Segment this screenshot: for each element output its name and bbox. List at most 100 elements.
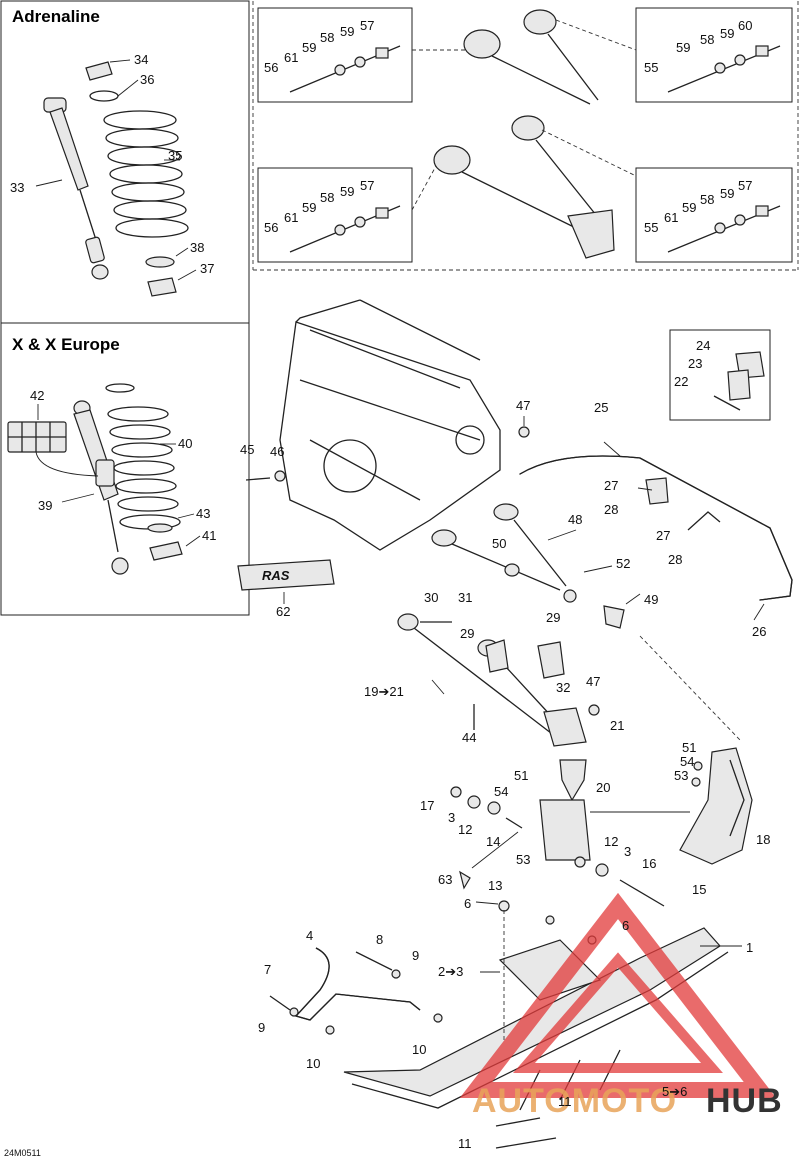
callout-9a: 9 [412, 948, 419, 963]
callout-28b: 28 [668, 552, 682, 567]
callout-24: 24 [696, 338, 710, 353]
callout-6a: 6 [464, 896, 471, 911]
diagram-code: 24M0511 [4, 1148, 41, 1158]
callout-e61: 61 [664, 210, 678, 225]
callout-25: 25 [594, 400, 608, 415]
sway-bar [519, 329, 793, 621]
callout-51b: 51 [514, 768, 528, 783]
callout-d58: 58 [320, 190, 334, 205]
frame-bolts [245, 416, 530, 482]
callouts: 34 36 35 33 38 37 42 40 39 43 41 62 56 6… [10, 18, 770, 1151]
callout-28a: 28 [604, 502, 618, 517]
callout-b59b: 59 [720, 26, 734, 41]
callout-10b: 10 [412, 1042, 426, 1057]
spindle-assembly [450, 759, 690, 907]
ski-stopper [639, 635, 753, 865]
callout-37: 37 [200, 261, 214, 276]
callout-48: 48 [568, 512, 582, 527]
callout-7: 7 [264, 962, 271, 977]
callout-10a: 10 [306, 1056, 320, 1071]
callout-d59b: 59 [340, 184, 354, 199]
callout-34: 34 [134, 52, 148, 67]
callout-6b: 6 [622, 918, 629, 933]
callout-52: 52 [616, 556, 630, 571]
callout-b59a: 59 [676, 40, 690, 55]
adrenaline-shock-assembly [35, 59, 197, 297]
callout-e58: 58 [700, 192, 714, 207]
callout-2-3: 2➔3 [438, 964, 463, 979]
callout-4: 4 [306, 928, 313, 943]
callout-35: 35 [168, 148, 182, 163]
callout-18: 18 [756, 832, 770, 847]
callout-43: 43 [196, 506, 210, 521]
callout-d56: 56 [264, 220, 278, 235]
callout-53b: 53 [516, 852, 530, 867]
callout-3a: 3 [448, 810, 455, 825]
callout-d57: 57 [360, 178, 374, 193]
callout-a57: 57 [360, 18, 374, 33]
callout-14: 14 [486, 834, 500, 849]
front-frame [279, 299, 501, 551]
callout-21: 21 [610, 718, 624, 733]
callout-36: 36 [140, 72, 154, 87]
callout-15: 15 [692, 882, 706, 897]
callout-d61: 61 [284, 210, 298, 225]
callout-27b: 27 [656, 528, 670, 543]
callout-12b: 12 [604, 834, 618, 849]
callout-e55: 55 [644, 220, 658, 235]
callout-e59b: 59 [720, 186, 734, 201]
callout-11b: 11 [458, 1136, 472, 1151]
callout-b60: 60 [738, 18, 752, 33]
callout-12a: 12 [458, 822, 472, 837]
ras-decal-label: RAS [262, 568, 290, 583]
x-europe-shock-assembly [7, 383, 201, 575]
decal-set [7, 421, 67, 453]
watermark-left-text: AUTOMOTO [472, 1082, 677, 1120]
callout-22: 22 [674, 374, 688, 389]
callout-e59a: 59 [682, 200, 696, 215]
callout-63: 63 [438, 872, 452, 887]
callout-3b: 3 [624, 844, 631, 859]
callout-29a: 29 [460, 626, 474, 641]
callout-13: 13 [488, 878, 502, 893]
callout-19-21: 19➔21 [364, 684, 404, 699]
callout-62: 62 [276, 604, 290, 619]
callout-50: 50 [492, 536, 506, 551]
lower-a-arm [397, 613, 600, 747]
callout-a61: 61 [284, 50, 298, 65]
callout-53a: 53 [674, 768, 688, 783]
callout-42: 42 [30, 388, 44, 403]
callout-49: 49 [644, 592, 658, 607]
callout-38: 38 [190, 240, 204, 255]
callout-d59a: 59 [302, 200, 316, 215]
callout-17: 17 [420, 798, 434, 813]
callout-a59b: 59 [340, 24, 354, 39]
callout-45: 45 [240, 442, 254, 457]
panel-title-adrenaline: Adrenaline [12, 7, 100, 26]
panel-frames [0, 0, 799, 616]
ras-decal: RAS [237, 559, 335, 604]
upper-arm-detail [257, 7, 793, 263]
panel-title-x-europe: X & X Europe [12, 335, 120, 354]
watermark-right-text: HUB [706, 1082, 783, 1120]
callout-9b: 9 [258, 1020, 265, 1035]
callout-32: 32 [556, 680, 570, 695]
callout-1: 1 [746, 940, 753, 955]
callout-47a: 47 [516, 398, 530, 413]
callout-16: 16 [642, 856, 656, 871]
callout-40: 40 [178, 436, 192, 451]
callout-a56: 56 [264, 60, 278, 75]
callout-20: 20 [596, 780, 610, 795]
callout-54b: 54 [494, 784, 508, 799]
callout-e57: 57 [738, 178, 752, 193]
callout-30: 30 [424, 590, 438, 605]
callout-27a: 27 [604, 478, 618, 493]
callout-39: 39 [38, 498, 52, 513]
callout-b55: 55 [644, 60, 658, 75]
callout-47b: 47 [586, 674, 600, 689]
callout-33: 33 [10, 180, 24, 195]
callout-5-6: 5➔6 [662, 1084, 687, 1099]
callout-46: 46 [270, 444, 284, 459]
callout-41: 41 [202, 528, 216, 543]
